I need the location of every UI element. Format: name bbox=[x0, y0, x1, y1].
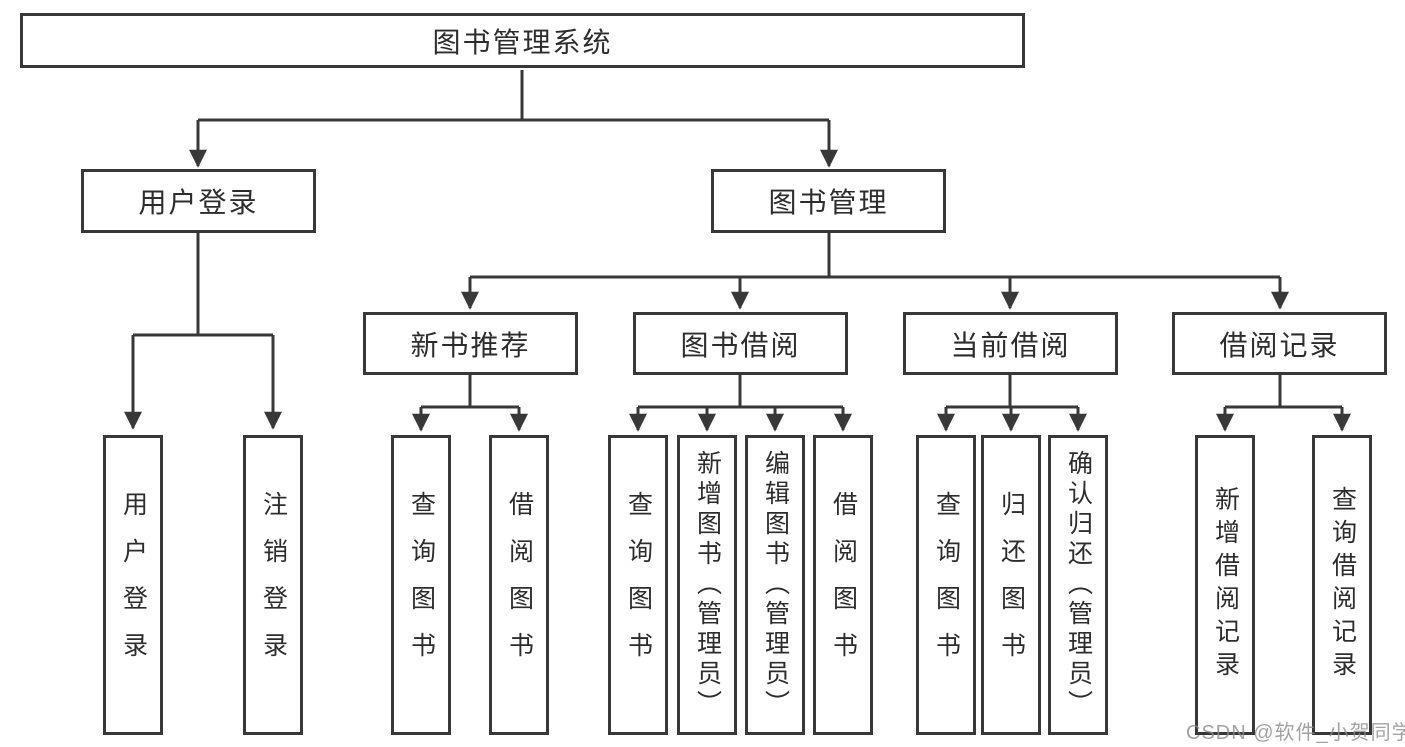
node-label: 查询借阅记录 bbox=[1328, 486, 1357, 684]
node-logout: 注销登录 bbox=[243, 435, 303, 735]
node-query-borrow-record: 查询借阅记录 bbox=[1312, 435, 1372, 735]
node-confirm-return-admin: 确认归还（管理员） bbox=[1048, 435, 1108, 735]
node-label: 用户登录 bbox=[138, 187, 259, 218]
node-label: 注销登录 bbox=[259, 491, 288, 679]
node-add-borrow-record: 新增借阅记录 bbox=[1195, 435, 1255, 735]
node-label: 新增图书（管理员） bbox=[693, 450, 722, 720]
node-label: 查询图书 bbox=[932, 491, 961, 679]
node-label: 查询图书 bbox=[407, 491, 436, 679]
node-edit-books-admin: 编辑图书（管理员） bbox=[745, 435, 805, 735]
node-label: 确认归还（管理员） bbox=[1064, 450, 1093, 720]
node-current-borrowing: 当前借阅 bbox=[903, 312, 1118, 375]
node-borrow-books: 借阅图书 bbox=[813, 435, 873, 735]
node-label: 编辑图书（管理员） bbox=[761, 450, 790, 720]
node-add-books-admin: 新增图书（管理员） bbox=[677, 435, 737, 735]
node-borrow-books-recommend: 借阅图书 bbox=[489, 435, 549, 735]
node-user-login: 用户登录 bbox=[81, 169, 316, 233]
node-label: 用户登录 bbox=[119, 491, 148, 679]
node-label: 图书借阅 bbox=[680, 329, 801, 361]
node-book-borrowing: 图书借阅 bbox=[633, 312, 848, 375]
node-label: 查询图书 bbox=[624, 491, 653, 679]
node-label: 图书管理 bbox=[768, 187, 889, 218]
node-query-books-borrow: 查询图书 bbox=[608, 435, 668, 735]
node-label: 新增借阅记录 bbox=[1211, 486, 1240, 684]
node-new-book-recommendation: 新书推荐 bbox=[363, 312, 578, 375]
watermark: CSDN @软件_小贺同学 bbox=[1186, 722, 1405, 744]
node-query-books-recommend: 查询图书 bbox=[391, 435, 451, 735]
node-label: 借阅记录 bbox=[1219, 329, 1340, 361]
node-label: 归还图书 bbox=[997, 491, 1026, 679]
node-library-management-system: 图书管理系统 bbox=[20, 13, 1025, 68]
node-return-books: 归还图书 bbox=[981, 435, 1041, 735]
node-label: 借阅图书 bbox=[829, 491, 858, 679]
node-book-management: 图书管理 bbox=[711, 169, 946, 233]
node-label: 借阅图书 bbox=[505, 491, 534, 679]
node-user-login-action: 用户登录 bbox=[103, 435, 163, 735]
node-label: 当前借阅 bbox=[950, 329, 1071, 361]
node-borrowing-records: 借阅记录 bbox=[1172, 312, 1387, 375]
node-query-books-current: 查询图书 bbox=[916, 435, 976, 735]
node-label: 图书管理系统 bbox=[432, 26, 613, 58]
node-label: 新书推荐 bbox=[410, 329, 531, 361]
